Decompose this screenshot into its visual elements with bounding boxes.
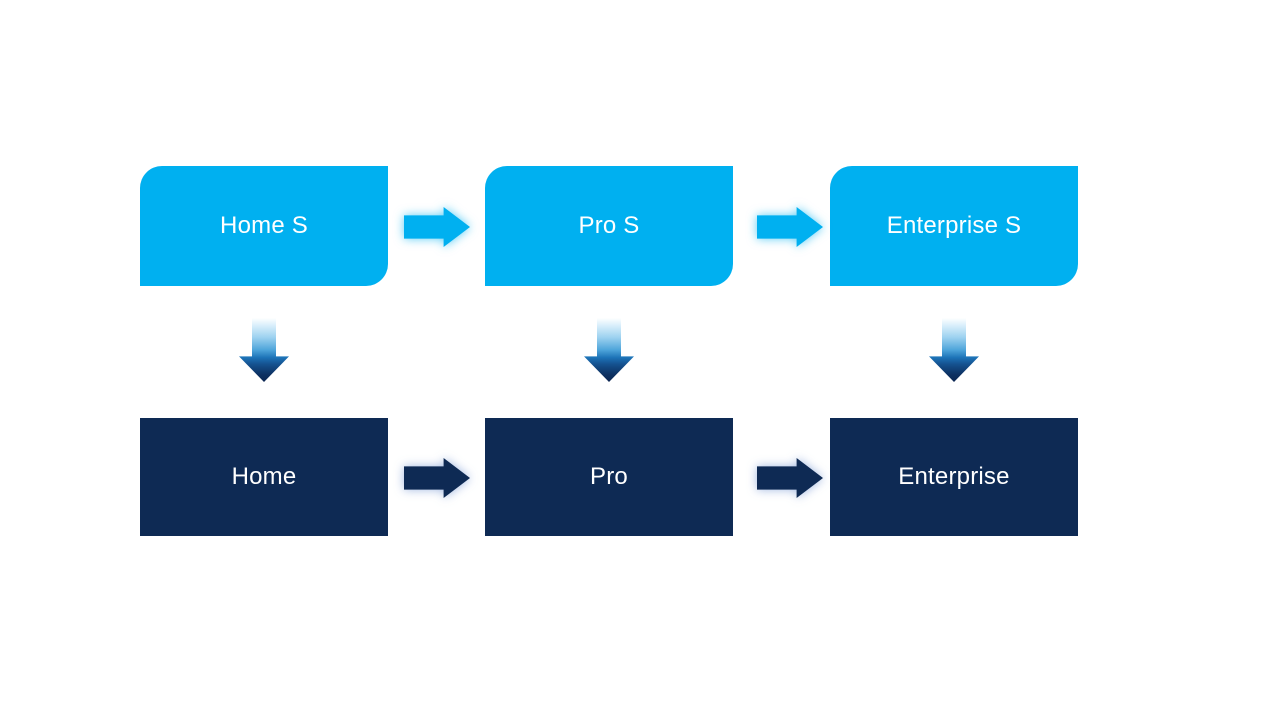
node-enterprise-s-label: Enterprise S bbox=[886, 212, 1022, 239]
node-pro: Pro bbox=[485, 418, 733, 536]
right-arrow-shape bbox=[404, 207, 470, 247]
node-home-label: Home bbox=[231, 463, 297, 490]
down-arrow-icon bbox=[239, 318, 289, 382]
right-arrow-shape bbox=[757, 458, 823, 498]
down-arrow-icon bbox=[929, 318, 979, 382]
node-enterprise: Enterprise bbox=[830, 418, 1078, 536]
node-home-s: Home S bbox=[140, 166, 388, 286]
node-enterprise-label: Enterprise bbox=[898, 463, 1010, 490]
right-arrow-shape bbox=[757, 207, 823, 247]
node-home-s-label: Home S bbox=[220, 212, 308, 239]
right-arrow-icon bbox=[404, 458, 470, 498]
node-home: Home bbox=[140, 418, 388, 536]
node-enterprise-s: Enterprise S bbox=[830, 166, 1078, 286]
right-arrow-shape bbox=[404, 458, 470, 498]
node-pro-s: Pro S bbox=[485, 166, 733, 286]
node-pro-s-label: Pro S bbox=[578, 212, 640, 239]
down-arrow-icon bbox=[584, 318, 634, 382]
right-arrow-icon bbox=[404, 207, 470, 247]
right-arrow-icon bbox=[757, 207, 823, 247]
node-pro-label: Pro bbox=[590, 463, 628, 490]
right-arrow-icon bbox=[757, 458, 823, 498]
